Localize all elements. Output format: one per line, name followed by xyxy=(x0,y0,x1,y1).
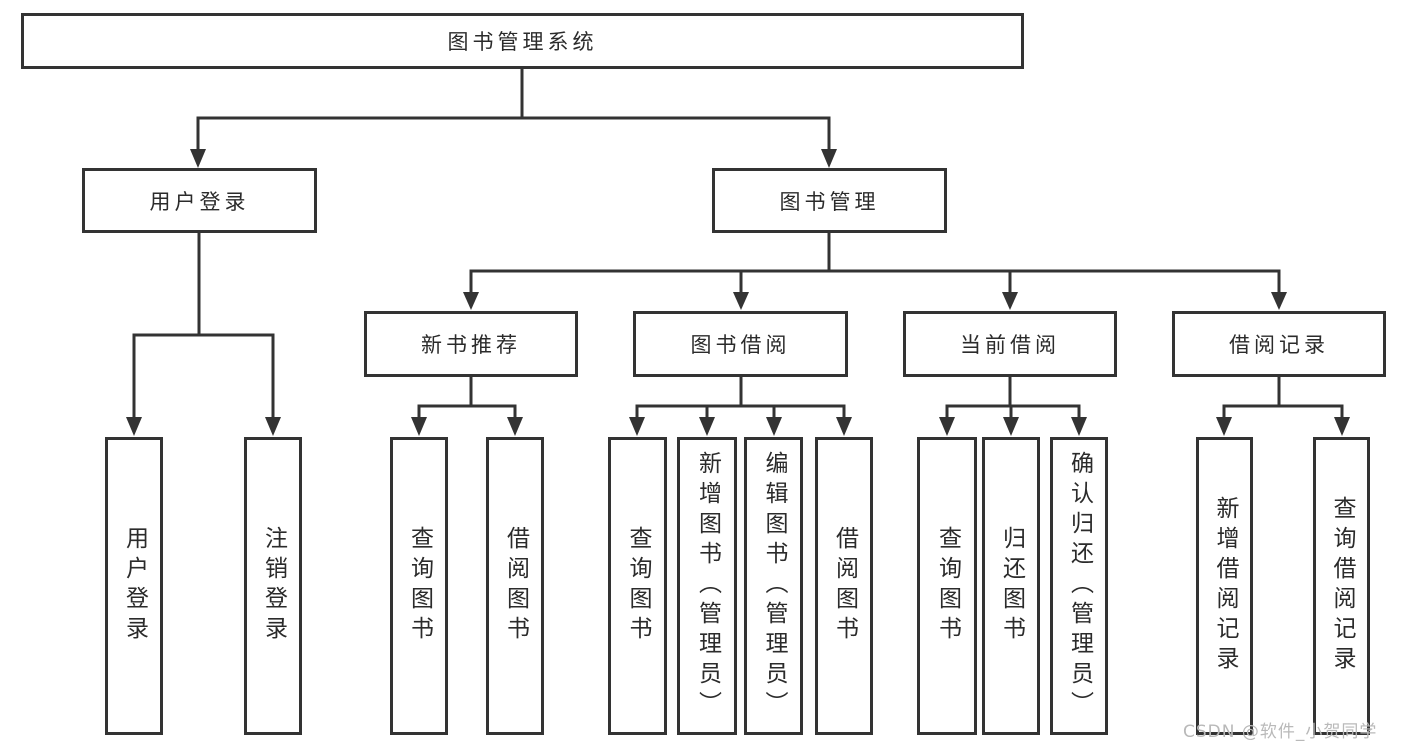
arrowhead-leaf-return-books xyxy=(1003,417,1019,436)
arrowhead-leaf-add-borrow-record xyxy=(1216,417,1232,436)
arrowhead-current-borrowing xyxy=(1002,292,1018,310)
arrowhead-leaf-user-login xyxy=(126,417,142,436)
arrowhead-leaf-query-books-1 xyxy=(411,417,427,436)
arrowhead-leaf-query-borrow-record xyxy=(1334,417,1350,436)
leaf-query-books-recommend: 查询图书 xyxy=(390,437,448,735)
arrowhead-leaf-edit-books xyxy=(766,417,782,436)
leaf-logout: 注销登录 xyxy=(244,437,302,735)
leaf-edit-books-admin: 编辑图书（管理员） xyxy=(744,437,803,735)
arrowhead-book-management xyxy=(821,149,837,168)
connector-borrow-records-children xyxy=(1222,377,1344,420)
node-new-book-recommend: 新书推荐 xyxy=(364,311,578,377)
leaf-borrow-books-borrowing: 借阅图书 xyxy=(815,437,873,735)
arrowhead-leaf-borrow-books-2 xyxy=(836,417,852,436)
node-current-borrowing: 当前借阅 xyxy=(903,311,1117,377)
arrowhead-leaf-confirm-return xyxy=(1071,417,1087,436)
arrowhead-leaf-query-books-2 xyxy=(629,417,645,436)
connector-new-book-recommend-children xyxy=(417,377,517,420)
arrowhead-leaf-borrow-books-1 xyxy=(507,417,523,436)
node-book-borrowing: 图书借阅 xyxy=(633,311,848,377)
arrowhead-leaf-add-books xyxy=(699,417,715,436)
connector-root-to-level2 xyxy=(196,69,831,152)
arrowhead-leaf-logout xyxy=(265,417,281,436)
node-book-management: 图书管理 xyxy=(712,168,947,233)
connector-book-borrowing-children xyxy=(635,377,846,420)
connector-current-borrowing-children xyxy=(945,377,1081,420)
arrowhead-borrow-records xyxy=(1271,292,1287,310)
node-user-login: 用户登录 xyxy=(82,168,317,233)
connector-user-login-children xyxy=(132,233,275,420)
leaf-borrow-books-recommend: 借阅图书 xyxy=(486,437,544,735)
csdn-watermark: CSDN @软件_小贺同学 xyxy=(1183,722,1378,742)
arrowhead-new-book-recommend xyxy=(463,292,479,310)
leaf-query-borrow-record: 查询借阅记录 xyxy=(1313,437,1370,735)
arrowhead-book-borrowing xyxy=(733,292,749,310)
arrowhead-user-login xyxy=(190,149,206,168)
leaf-add-books-admin: 新增图书（管理员） xyxy=(677,437,737,735)
leaf-confirm-return-admin: 确认归还（管理员） xyxy=(1050,437,1108,735)
leaf-query-books-borrowing: 查询图书 xyxy=(608,437,667,735)
node-library-management-system: 图书管理系统 xyxy=(21,13,1024,69)
arrowhead-leaf-query-books-3 xyxy=(939,417,955,436)
connector-book-management-children xyxy=(469,233,1281,294)
leaf-query-books-current: 查询图书 xyxy=(917,437,977,735)
node-borrow-records: 借阅记录 xyxy=(1172,311,1386,377)
leaf-return-books: 归还图书 xyxy=(982,437,1040,735)
leaf-add-borrow-record: 新增借阅记录 xyxy=(1196,437,1253,735)
leaf-user-login: 用户登录 xyxy=(105,437,163,735)
